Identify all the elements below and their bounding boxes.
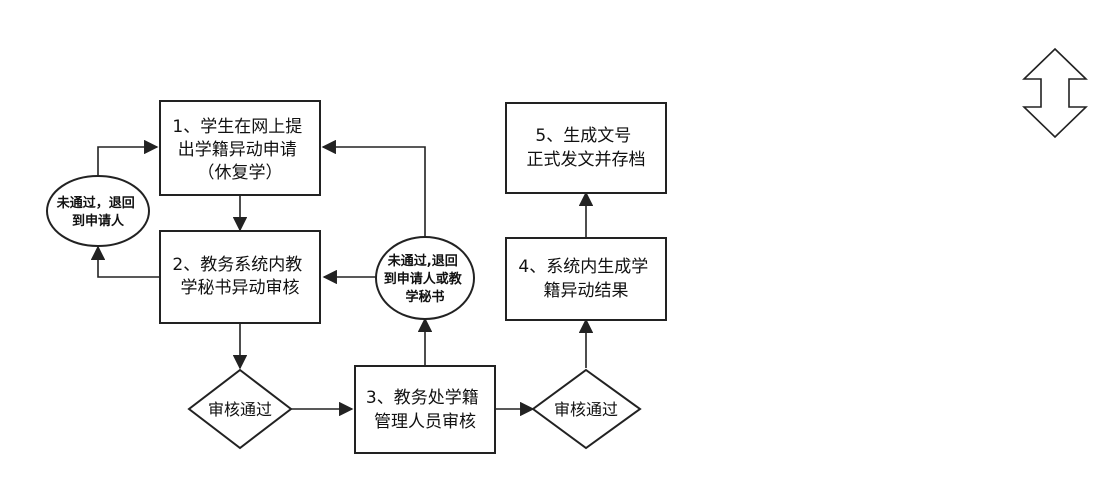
- decision2-label: 审核通过: [554, 400, 618, 419]
- step3-line-2: 管理人员审核: [374, 412, 476, 432]
- step3-box: [354, 365, 496, 454]
- reject1-line-2: 到申请人: [72, 213, 125, 229]
- step4-line-2: 籍异动结果: [544, 281, 629, 301]
- step5-box: [505, 102, 667, 194]
- step3-line-1: 3、教务处学籍: [366, 388, 479, 408]
- step1-node: 1、学生在网上提 出学籍异动申请 （休复学）: [159, 100, 321, 196]
- reject1-ellipse: [46, 175, 150, 247]
- step5-line-1: 5、生成文号: [535, 126, 631, 146]
- step5-node: 5、生成文号 正式发文并存档: [505, 102, 667, 194]
- reject2-node: 未通过,退回 到申请人或教 学秘书: [375, 236, 475, 320]
- reject2-line-3: 学秘书: [405, 289, 444, 305]
- reject2-line-2: 到申请人或教: [384, 271, 463, 287]
- arrow-step2-to-reject1: [90, 245, 160, 278]
- step2-box: [159, 230, 321, 324]
- decision1-node: 审核通过: [187, 368, 293, 450]
- reject2-ellipse: [375, 236, 475, 320]
- svg-text:2、教务系统内教 学秘书异动审核: 2、教务系统内教 学秘书异动审核: [172, 255, 307, 298]
- step1-line-3: （休复学）: [198, 163, 283, 183]
- step4-box: [505, 237, 667, 321]
- step4-node: 4、系统内生成学 籍异动结果: [505, 237, 667, 321]
- reject1-node: 未通过，退回 到申请人: [46, 175, 150, 247]
- svg-text:1、学生在网上提 出学籍异动申请 （: 1、学生在网上提 出学籍异动申请 （休复学）: [172, 117, 307, 183]
- decision1-label: 审核通过: [208, 400, 272, 419]
- svg-text:未通过,退回 到申请人或教 学秘书: 未通过,退回 到申请人或教 学秘书: [384, 253, 467, 305]
- step3-node: 3、教务处学籍 管理人员审核: [354, 365, 496, 454]
- step2-line-2: 学秘书异动审核: [181, 278, 300, 298]
- svg-text:未通过，退回 到申请人: 未通过，退回 到申请人: [56, 195, 140, 229]
- reject2-line-1: 未通过,退回: [387, 253, 458, 269]
- svg-text:5、生成文号 正式发文并存档: 5、生成文号 正式发文并存档: [527, 126, 646, 170]
- step2-node: 2、教务系统内教 学秘书异动审核: [159, 230, 321, 324]
- step4-line-1: 4、系统内生成学: [518, 257, 648, 277]
- step2-line-1: 2、教务系统内教: [172, 255, 302, 275]
- double-arrow-vertical-icon: [1022, 47, 1088, 139]
- svg-text:3、教务处学籍 管理人员审核: 3、教务处学籍 管理人员审核: [366, 388, 484, 432]
- arrow-reject1-to-step1: [97, 139, 159, 176]
- decision2-node: 审核通过: [531, 368, 642, 450]
- arrow-reject2-to-step1: [321, 139, 426, 237]
- reject1-line-1: 未通过，退回: [56, 195, 135, 211]
- svg-text:4、系统内生成学 籍异动结果: 4、系统内生成学 籍异动结果: [518, 257, 653, 301]
- step5-line-2: 正式发文并存档: [527, 150, 646, 170]
- step1-line-2: 出学籍异动申请: [178, 140, 297, 160]
- step1-box: [159, 100, 321, 196]
- step1-line-1: 1、学生在网上提: [172, 117, 302, 137]
- decision2-diamond: [531, 368, 642, 450]
- connectors: [90, 139, 594, 417]
- decision1-diamond: [187, 368, 293, 450]
